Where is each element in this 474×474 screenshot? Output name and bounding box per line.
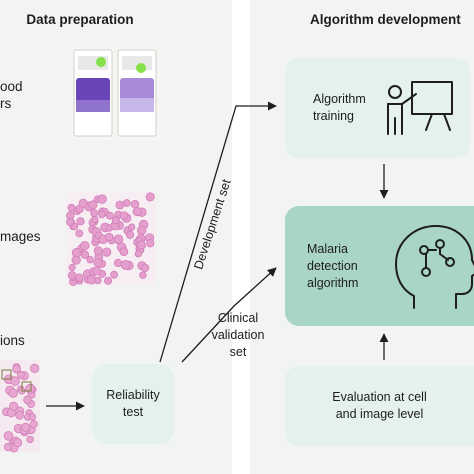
red-blood-cell [67,203,76,212]
red-blood-cell [119,247,129,257]
red-blood-cell [80,240,90,251]
red-blood-cell [68,263,76,272]
evaluation-line1: Evaluation at cell [332,390,427,404]
detection-label: detection [307,258,358,273]
red-blood-cell [130,199,140,209]
validation-label: validation [211,328,265,342]
red-blood-cell [78,198,88,208]
red-blood-cell [97,194,107,204]
malaria-detection-box: Malaria detection algorithm [285,206,474,326]
red-blood-cell [66,217,75,226]
evaluation-box: Evaluation at cell and image level [285,366,474,446]
red-blood-cell [136,225,147,236]
red-blood-cell [93,246,103,256]
evaluation-line2: and image level [335,407,424,421]
reliability-test-box: Reliability test [92,364,174,444]
red-blood-cell [3,431,14,441]
red-blood-cell [104,232,114,242]
training-label: training [313,109,354,123]
red-blood-cell [98,210,106,219]
red-blood-cell [141,263,150,272]
malaria-label: Malaria [307,241,348,256]
blood-smears-label: ood rs [0,78,23,112]
red-blood-cell [10,376,20,386]
clinical-validation-arrow [181,267,277,363]
red-blood-cell [12,364,21,374]
algorithm-label: Algorithm [313,92,366,106]
red-blood-cell [15,410,24,420]
red-blood-cell [110,270,118,279]
reliability-label: Reliability [106,388,160,402]
red-blood-cell [126,230,135,239]
red-blood-cell [9,401,19,411]
images-label: mages [0,229,41,244]
data-preparation-heading: Data preparation [26,12,134,27]
red-blood-cell [76,217,85,226]
red-blood-cell [3,442,13,452]
red-blood-cell [23,395,32,405]
algorithm-label-2: algorithm [307,275,359,290]
red-blood-cell [134,250,142,258]
red-blood-cell [146,239,155,248]
red-blood-cell [26,435,34,444]
test-label: test [122,405,144,419]
red-blood-cell [128,223,136,231]
red-blood-cell [71,247,82,258]
red-blood-cell [16,370,25,379]
red-blood-cell [119,211,129,220]
red-blood-cell [21,422,31,432]
red-blood-cell [105,211,114,220]
development-set-arrow [159,101,277,363]
red-blood-cell [29,419,38,429]
set-label: set [229,345,247,359]
red-blood-cell [145,192,155,202]
algorithm-training-box: Algorithm training [285,58,470,158]
red-blood-cell [67,271,77,280]
red-blood-cell [115,200,125,210]
red-blood-cell [8,388,18,398]
red-blood-cell [104,276,113,285]
red-blood-cell [120,259,131,270]
red-blood-cell [80,250,90,259]
red-blood-cell [13,438,23,448]
red-blood-cell [29,363,40,373]
red-blood-cell [102,247,112,257]
red-blood-cell [88,200,98,210]
annotations-label: ions [0,333,25,348]
red-blood-cell [75,229,84,238]
red-blood-cell [139,271,147,279]
clinical-validation-label: Clinical validation set [208,310,268,361]
red-blood-cell [90,209,98,217]
red-blood-cell [92,266,102,276]
red-blood-cell [28,413,37,421]
blood-label: ood [0,79,23,94]
red-blood-cell [86,256,94,264]
red-blood-cell [111,216,120,225]
algorithm-development-heading: Algorithm development [310,12,461,27]
clinical-label: Clinical [217,311,259,325]
red-blood-cell [94,276,102,285]
red-blood-cell [136,240,146,250]
smears-label: rs [0,96,12,111]
